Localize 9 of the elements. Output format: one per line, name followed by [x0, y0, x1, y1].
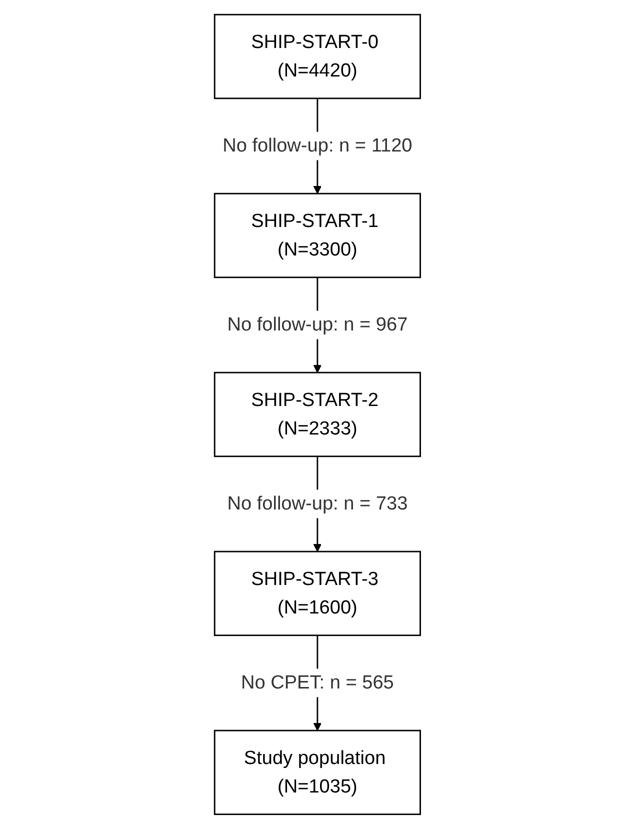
edge-label: No follow-up: n = 1120 — [222, 136, 412, 156]
node-box: SHIP-START-0 (N=4420) — [213, 14, 421, 100]
edge-label: No follow-up: n = 967 — [226, 314, 408, 336]
edge-label: No follow-up: n = 733 — [226, 494, 408, 514]
node-box: SHIP-START-1 (N=3300) — [213, 192, 421, 278]
edge-label: No CPET: n = 565 — [240, 672, 394, 694]
node-box: SHIP-START-3 (N=1600) — [213, 550, 421, 636]
node-box: Study population (N=1035) — [213, 730, 421, 816]
node-box: SHIP-START-2 (N=2333) — [213, 372, 421, 458]
